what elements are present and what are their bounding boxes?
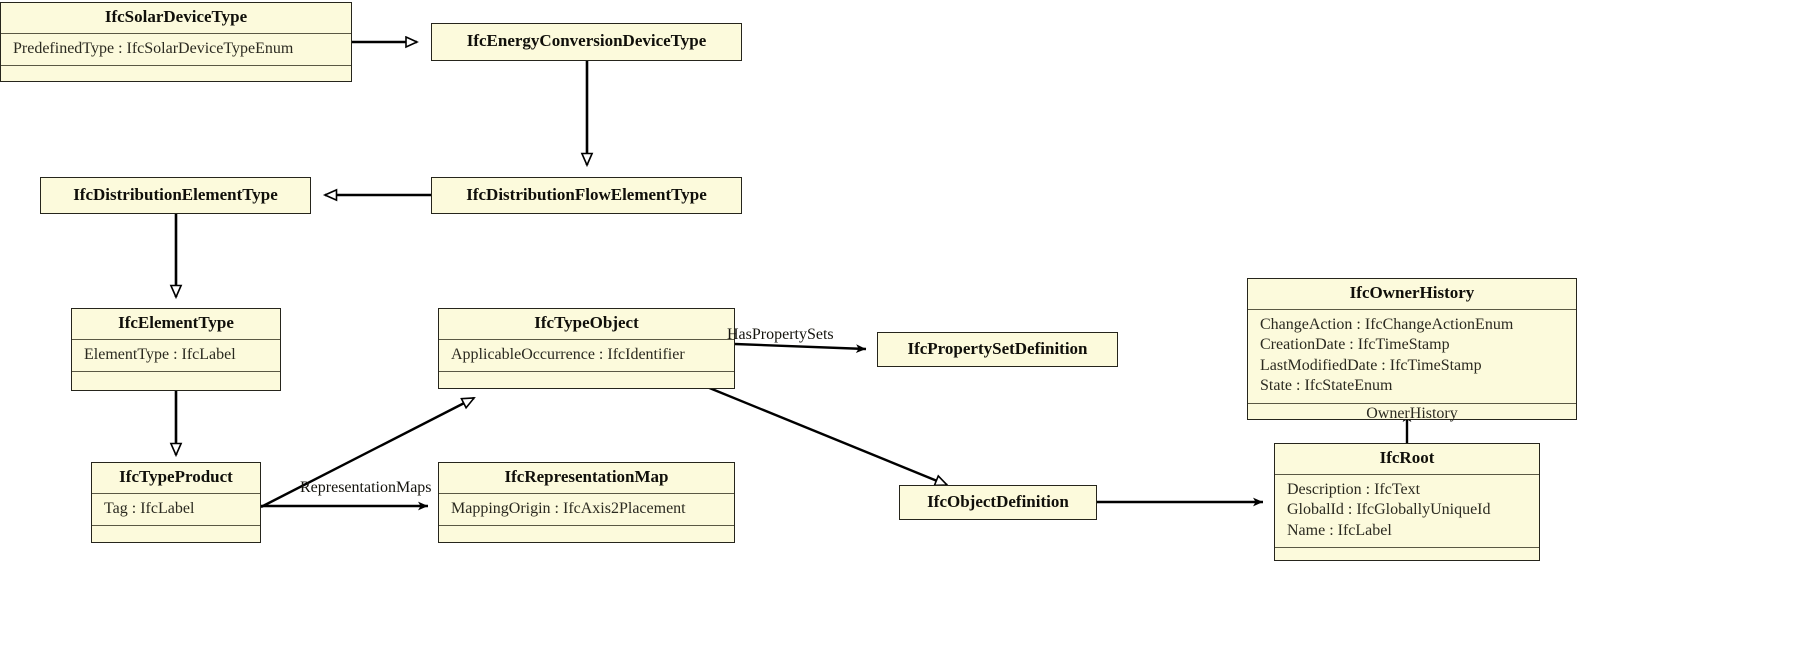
class-separator <box>92 492 260 494</box>
class-box-ifcdistributionflowelementtype[interactable]: IfcDistributionFlowElementType <box>431 177 742 214</box>
class-name-ifcsolardevicetype: IfcSolarDeviceType <box>104 7 248 26</box>
class-box-ifcsolardevicetype[interactable]: IfcSolarDeviceType PredefinedType : IfcS… <box>0 2 352 82</box>
class-box-ifcenergyconversiondevicetype[interactable]: IfcEnergyConversionDeviceType <box>431 23 742 61</box>
class-name-ifcobjectdefinition: IfcObjectDefinition <box>927 491 1069 511</box>
class-name-ifcpropertysetdefinition: IfcPropertySetDefinition <box>907 338 1088 358</box>
class-attributes-ifcrepresentationmap: MappingOrigin : IfcAxis2Placement <box>451 499 686 517</box>
class-operations-ifcsolardevicetype <box>1 66 351 80</box>
class-separator <box>1248 402 1576 404</box>
class-box-ifcpropertysetdefinition[interactable]: IfcPropertySetDefinition <box>877 332 1118 367</box>
class-name-ifctypeobject: IfcTypeObject <box>534 313 639 332</box>
class-name-ifcelementtype: IfcElementType <box>118 313 234 332</box>
class-box-ifcownerhistory[interactable]: IfcOwnerHistory ChangeAction : IfcChange… <box>1247 278 1577 422</box>
class-name-ifcdistributionflowelementtype: IfcDistributionFlowElementType <box>466 184 707 204</box>
class-separator <box>1 65 351 67</box>
class-attributes-ifctypeobject: ApplicableOccurrence : IfcIdentifier <box>451 345 685 363</box>
class-box-ifcdistributionelementtype[interactable]: IfcDistributionElementType <box>40 177 311 214</box>
class-separator <box>1275 547 1539 549</box>
edge-label-haspropertysets: HasPropertySets <box>727 326 834 343</box>
class-operations-ifctypeobject <box>439 372 734 386</box>
class-name-ifcroot: IfcRoot <box>1379 448 1435 467</box>
class-name-ifcenergyconversiondevicetype: IfcEnergyConversionDeviceType <box>466 31 707 51</box>
class-separator <box>439 338 734 340</box>
class-name-ifcdistributionelementtype: IfcDistributionElementType <box>73 184 278 204</box>
class-operations-ifctypeproduct <box>92 526 260 540</box>
edge-typeobject-to-propertysetdefinition <box>734 342 867 354</box>
class-attributes-ifcownerhistory: ChangeAction : IfcChangeActionEnum Creat… <box>1260 315 1514 395</box>
class-attributes-ifcsolardevicetype: PredefinedType : IfcSolarDeviceTypeEnum <box>13 39 294 57</box>
association-end-label-ownerhistory: OwnerHistory <box>1366 404 1458 422</box>
class-operations-ifcroot <box>1275 548 1539 562</box>
class-name-ifcownerhistory: IfcOwnerHistory <box>1349 283 1475 302</box>
class-separator <box>1 32 351 34</box>
class-separator <box>72 371 280 373</box>
class-separator <box>1275 473 1539 475</box>
class-box-ifcrepresentationmap[interactable]: IfcRepresentationMap MappingOrigin : Ifc… <box>438 462 735 543</box>
class-operations-ifcrepresentationmap <box>439 526 734 540</box>
class-separator <box>72 338 280 340</box>
class-attributes-ifcelementtype: ElementType : IfcLabel <box>84 345 236 363</box>
class-box-ifctypeobject[interactable]: IfcTypeObject ApplicableOccurrence : Ifc… <box>438 308 735 389</box>
class-separator <box>439 525 734 527</box>
class-name-ifcrepresentationmap: IfcRepresentationMap <box>504 467 669 486</box>
class-separator <box>92 525 260 527</box>
edge-typeobject-to-objectdefinition <box>706 385 949 487</box>
class-box-ifcobjectdefinition[interactable]: IfcObjectDefinition <box>899 485 1097 520</box>
class-box-ifcroot[interactable]: IfcRoot Description : IfcText GlobalId :… <box>1274 443 1540 561</box>
class-separator <box>1248 308 1576 310</box>
class-box-ifcelementtype[interactable]: IfcElementType ElementType : IfcLabel <box>71 308 281 391</box>
class-separator <box>439 371 734 373</box>
class-attributes-ifcroot: Description : IfcText GlobalId : IfcGlob… <box>1287 480 1491 539</box>
class-operations-ifcelementtype <box>72 372 280 386</box>
edge-label-representationmaps: RepresentationMaps <box>300 479 432 496</box>
class-attributes-ifctypeproduct: Tag : IfcLabel <box>104 499 195 517</box>
class-box-ifctypeproduct[interactable]: IfcTypeProduct Tag : IfcLabel <box>91 462 261 543</box>
class-separator <box>439 492 734 494</box>
class-name-ifctypeproduct: IfcTypeProduct <box>119 467 233 486</box>
